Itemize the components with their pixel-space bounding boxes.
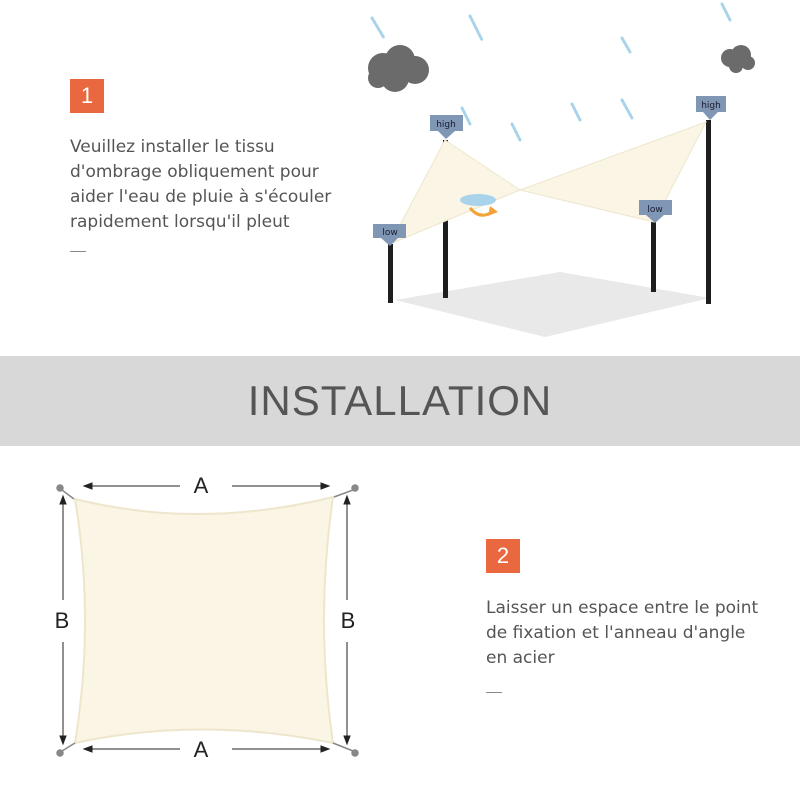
low-marker-right: low — [639, 200, 672, 223]
step-1-divider — [70, 251, 86, 252]
step-2-divider — [486, 692, 502, 693]
banner-title: INSTALLATION — [247, 377, 553, 424]
installation-banner: INSTALLATION — [0, 356, 800, 446]
dim-top-label: A — [194, 473, 209, 498]
dim-right-label: B — [341, 608, 356, 633]
dim-left-label: B — [55, 608, 70, 633]
high-marker-left: high — [430, 115, 463, 139]
step-1-description: Veuillez installer le tissu d'ombrage ob… — [70, 135, 370, 235]
high-marker-right: high — [696, 96, 726, 120]
shade-sail-fabric — [388, 121, 708, 245]
step-2-badge: 2 — [486, 539, 520, 573]
step-1-badge: 1 — [70, 79, 104, 113]
svg-text:high: high — [436, 120, 456, 130]
step-1-line-1: Veuillez installer le tissu — [70, 137, 275, 157]
step-1-line-4: rapidement lorsqu'il pleut — [70, 212, 290, 232]
step-2-description: Laisser un espace entre le point de fixa… — [486, 596, 796, 671]
rain-shade-illustration: high high low low — [368, 2, 755, 337]
rain-drops — [370, 2, 732, 142]
ground-shadow — [395, 272, 710, 337]
step-2-line-2: de fixation et l'anneau d'angle — [486, 623, 746, 643]
dim-bottom-label: A — [194, 737, 209, 762]
dimension-arrows — [59, 482, 351, 753]
step-2-line-3: en acier — [486, 648, 555, 668]
step-2-line-1: Laisser un espace entre le point — [486, 598, 759, 618]
svg-text:high: high — [701, 101, 721, 111]
water-flow-icon — [460, 194, 498, 217]
corner-anchors — [56, 484, 359, 757]
svg-text:low: low — [382, 228, 397, 238]
cloud-small-icon — [721, 45, 755, 73]
sail-fabric — [73, 495, 335, 745]
svg-text:low: low — [647, 205, 662, 215]
step-1-line-3: aider l'eau de pluie à s'écouler — [70, 187, 332, 207]
low-marker-left: low — [373, 224, 406, 246]
dimension-diagram: A A B B — [55, 473, 359, 762]
step-1-line-2: d'ombrage obliquement pour — [70, 162, 319, 182]
cloud-icon — [368, 45, 429, 92]
